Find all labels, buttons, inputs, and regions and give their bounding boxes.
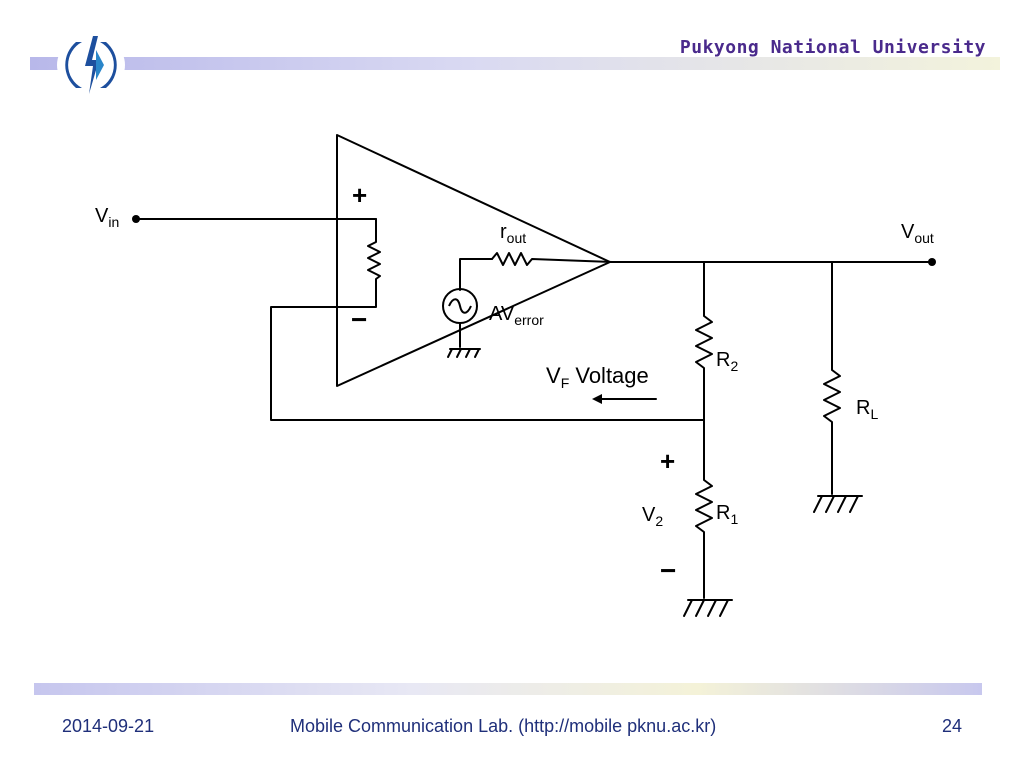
page-number: 24 — [941, 716, 962, 736]
plus-v2-label: + — [660, 446, 675, 476]
averror-label: AVerror — [489, 303, 544, 328]
footer-lab-name: Mobile Communication Lab. (http://mobile… — [290, 716, 717, 736]
rout-resistor — [491, 252, 613, 266]
r2-resistor — [695, 261, 713, 421]
rout-label: rout — [500, 221, 526, 246]
rl-label: RL — [856, 397, 878, 422]
vin-terminal — [132, 215, 140, 223]
ac-wave — [448, 298, 472, 314]
r2-label: R2 — [716, 349, 738, 374]
minus-v2-label: − — [660, 555, 676, 586]
v2-label: V2 — [642, 504, 663, 529]
university-name: Pukyong National University — [679, 37, 986, 58]
footer-bar — [34, 683, 982, 695]
r1-resistor — [695, 419, 713, 599]
minus-input-label: − — [351, 304, 367, 335]
vin-label: Vin — [95, 205, 119, 230]
vf-arrow-head — [592, 394, 602, 404]
vf-voltage-label: VF Voltage — [546, 363, 649, 391]
footer-date: 2014-09-21 — [62, 716, 155, 736]
feedback-wire — [270, 306, 705, 421]
source-wire — [459, 258, 493, 291]
header-bar — [30, 57, 1000, 70]
op-amp-triangle — [336, 134, 611, 387]
plus-input-label: + — [352, 180, 367, 210]
rl-resistor — [823, 261, 841, 495]
input-resistor — [336, 218, 381, 308]
vout-label: Vout — [901, 221, 934, 246]
r1-label: R1 — [716, 502, 738, 527]
vout-terminal — [928, 258, 936, 266]
university-logo — [57, 35, 125, 95]
